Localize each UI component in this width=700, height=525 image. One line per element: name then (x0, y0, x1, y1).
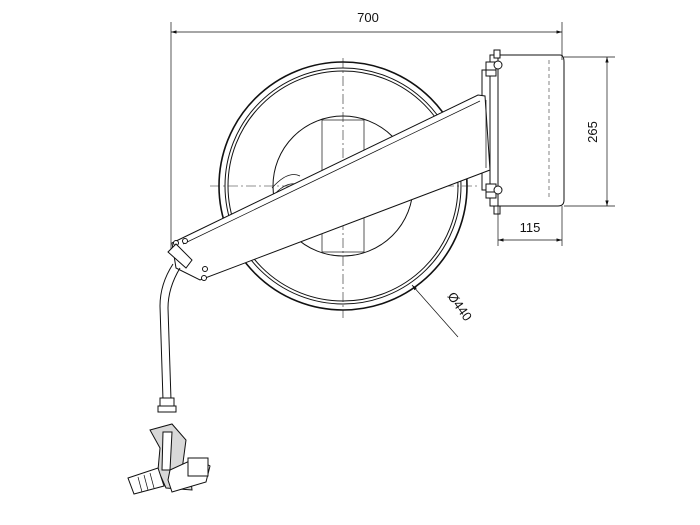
height-dimension-label: 265 (585, 121, 600, 143)
diameter-dimension-label: Ø440 (445, 289, 476, 324)
depth-dimension: 115 (497, 206, 563, 246)
width-dimension: 700 (170, 10, 563, 250)
wall-bracket (481, 49, 565, 215)
depth-dimension-label: 115 (520, 220, 541, 235)
hose (157, 263, 181, 413)
diameter-dimension: Ø440 (411, 284, 476, 338)
height-dimension: 265 (564, 56, 615, 207)
spray-gun (127, 423, 211, 495)
width-dimension-label: 700 (357, 10, 379, 25)
swing-arm (167, 94, 491, 281)
